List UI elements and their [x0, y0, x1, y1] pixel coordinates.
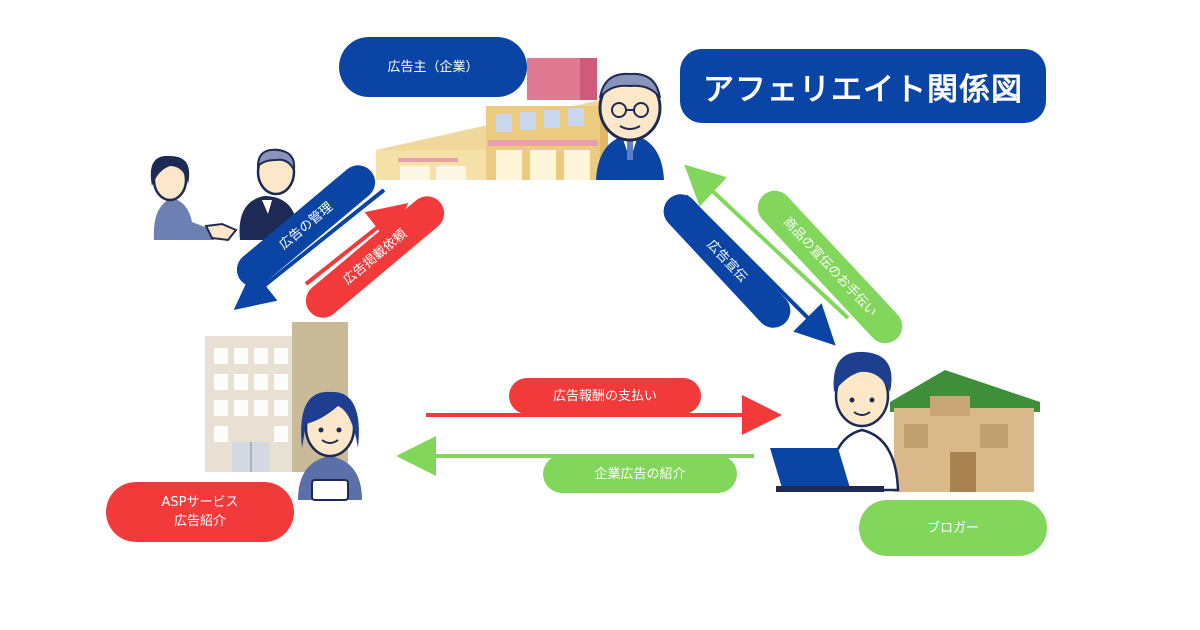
- businessman-icon: [596, 72, 664, 180]
- asp-label-line1: ASPサービス: [161, 495, 239, 510]
- handshake-icon: [150, 148, 298, 242]
- blogger-label: ブロガー: [859, 500, 1047, 556]
- asp-label-line2: 広告紹介: [173, 514, 226, 529]
- arrow-product-promotion: [684, 164, 850, 320]
- arrow-ad-placement-request: [304, 203, 409, 286]
- diagram-title: アフェリエイト関係図: [680, 49, 1046, 123]
- asp-label: ASPサービス 広告紹介: [106, 482, 294, 542]
- relation-company-ad-introduction: 企業広告の紹介: [543, 455, 737, 493]
- shopping-mall-icon: [376, 58, 608, 180]
- blogger-icon: [770, 351, 900, 492]
- advertiser-label: 広告主（企業）: [339, 37, 527, 97]
- relation-ad-reward-payment: 広告報酬の支払い: [509, 378, 701, 414]
- arrow-ad-management: [233, 188, 386, 310]
- asp-staff-icon: [298, 391, 362, 501]
- house-icon: [890, 370, 1040, 492]
